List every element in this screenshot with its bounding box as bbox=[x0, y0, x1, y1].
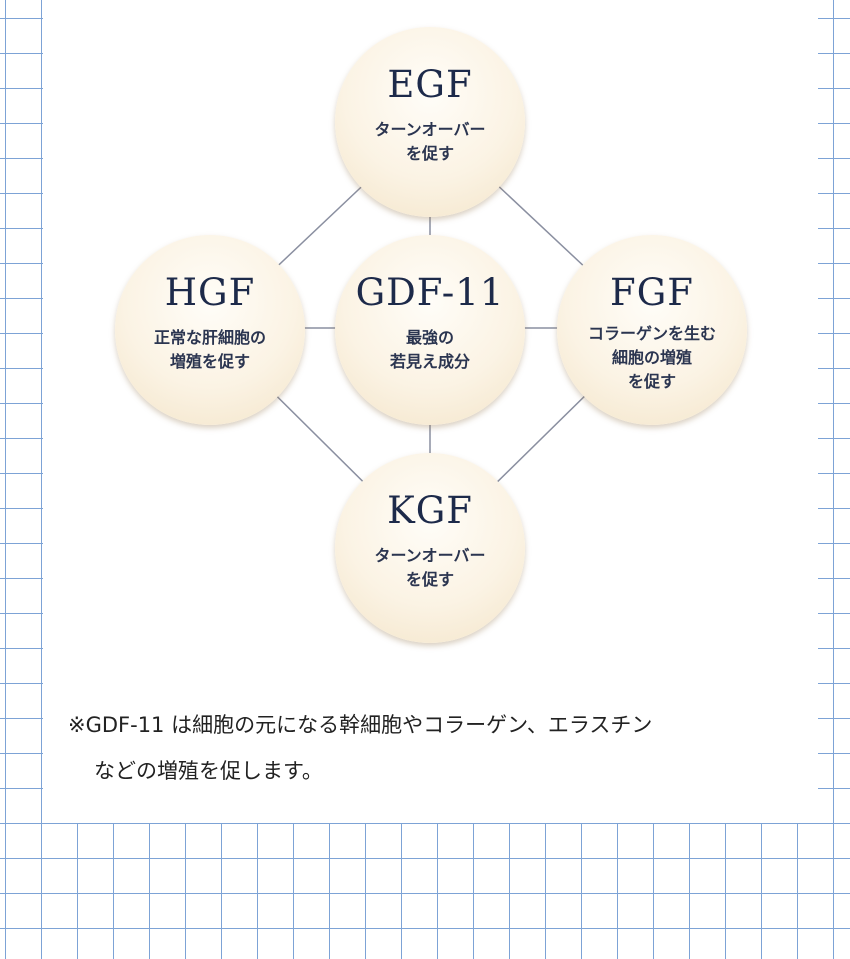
node-desc: を促す bbox=[405, 570, 454, 589]
node-desc: を促す bbox=[627, 372, 676, 391]
node-hgf: HGF 正常な肝細胞の増殖を促す bbox=[115, 235, 305, 425]
node-kgf: KGF ターンオーバーを促す bbox=[335, 453, 525, 643]
footnote-line: などの増殖を促します。 bbox=[94, 759, 323, 783]
node-gdf-11: GDF-11 最強の若見え成分 bbox=[335, 235, 525, 425]
node-title: FGF bbox=[610, 271, 694, 314]
node-desc: 若見え成分 bbox=[389, 352, 470, 371]
node-title: GDF-11 bbox=[355, 271, 505, 314]
node-desc: ターンオーバー bbox=[374, 120, 486, 139]
node-desc: 細胞の増殖 bbox=[611, 348, 692, 367]
node-desc: 増殖を促す bbox=[169, 352, 250, 371]
node-desc: 最強の bbox=[405, 328, 454, 347]
node-desc: を促す bbox=[405, 144, 454, 163]
footnote-line: ※GDF-11 は細胞の元になる幹細胞やコラーゲン、エラスチン bbox=[68, 713, 653, 737]
node-desc: コラーゲンを生む bbox=[587, 324, 716, 343]
node-title: HGF bbox=[164, 271, 256, 314]
footnote: ※GDF-11 は細胞の元になる幹細胞やコラーゲン、エラスチン などの増殖を促し… bbox=[68, 702, 818, 794]
node-title: EGF bbox=[387, 63, 473, 106]
node-desc: ターンオーバー bbox=[374, 546, 486, 565]
node-fgf: FGF コラーゲンを生む細胞の増殖を促す bbox=[557, 235, 747, 425]
node-desc: 正常な肝細胞の bbox=[153, 328, 266, 347]
node-title: KGF bbox=[387, 489, 473, 532]
node-egf: EGF ターンオーバーを促す bbox=[335, 27, 525, 217]
